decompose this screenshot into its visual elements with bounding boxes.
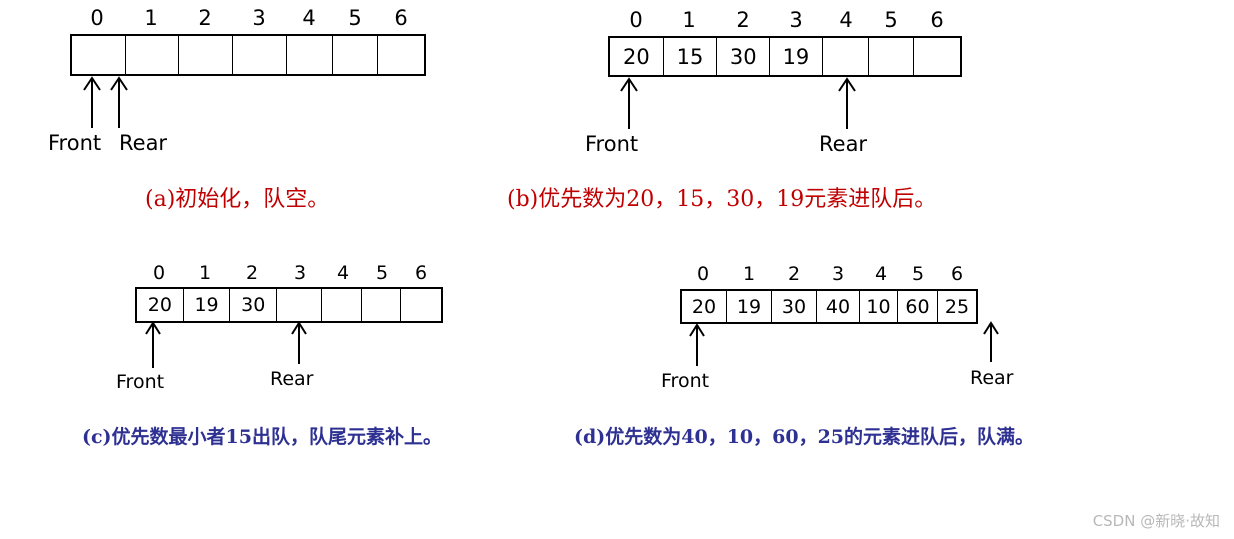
front-arrow-icon xyxy=(83,76,128,128)
queue-cell: 15 xyxy=(664,38,718,75)
queue-cell: 60 xyxy=(898,291,938,322)
queue-cell xyxy=(869,38,915,75)
index-label: 4 xyxy=(874,263,888,285)
index-label: 5 xyxy=(884,8,898,32)
front-arrow-icon xyxy=(620,77,638,129)
index-label: 2 xyxy=(787,263,801,285)
queue-cell: 20 xyxy=(682,291,727,322)
index-label: 0 xyxy=(152,262,166,284)
index-label: 3 xyxy=(293,262,307,284)
queue-cell: 40 xyxy=(817,291,860,322)
front-label: Front xyxy=(116,371,165,393)
queue-cell xyxy=(72,36,126,74)
queue-cell xyxy=(322,289,362,321)
queue-cell: 20 xyxy=(610,38,664,75)
index-label: 6 xyxy=(394,6,408,30)
rear-arrow-icon xyxy=(838,77,856,129)
index-label: 2 xyxy=(198,6,212,30)
front-arrow-icon xyxy=(145,321,161,368)
index-label: 6 xyxy=(930,8,944,32)
queue-cell xyxy=(287,36,333,74)
queue-array: 20 15 30 19 xyxy=(608,36,962,77)
queue-cell: 19 xyxy=(727,291,772,322)
queue-cell: 20 xyxy=(137,289,184,321)
index-label: 0 xyxy=(629,8,643,32)
queue-cell: 10 xyxy=(860,291,898,322)
queue-cell: 25 xyxy=(944,295,970,318)
index-label: 3 xyxy=(789,8,803,32)
queue-cell xyxy=(126,36,180,74)
caption: (a)初始化，队空。 xyxy=(145,187,330,212)
index-label: 3 xyxy=(831,263,845,285)
index-label: 0 xyxy=(696,263,710,285)
queue-cell: 30 xyxy=(772,291,817,322)
index-label: 4 xyxy=(839,8,853,32)
index-label: 5 xyxy=(911,263,925,285)
queue-cell xyxy=(233,36,287,74)
index-label: 5 xyxy=(375,262,389,284)
front-arrow-icon xyxy=(689,323,705,366)
front-label: Front xyxy=(585,132,639,156)
index-label: 0 xyxy=(90,6,104,30)
index-label: 2 xyxy=(245,262,259,284)
queue-array: 20 19 30 40 10 60 25 xyxy=(680,289,978,324)
index-label: 4 xyxy=(336,262,350,284)
queue-cell: 30 xyxy=(230,289,278,321)
queue-cell xyxy=(362,289,402,321)
caption: (d)优先数为40，10，60，25的元素进队后，队满。 xyxy=(574,426,1035,448)
index-label: 2 xyxy=(736,8,750,32)
index-label: 5 xyxy=(348,6,362,30)
front-label: Front xyxy=(661,370,710,392)
caption: (c)优先数最小者15出队，队尾元素补上。 xyxy=(82,426,442,448)
rear-label: Rear xyxy=(970,367,1014,389)
rear-arrow-icon xyxy=(983,321,999,362)
index-label: 6 xyxy=(950,263,964,285)
queue-cell: 19 xyxy=(184,289,231,321)
rear-label: Rear xyxy=(270,368,314,390)
caption: (b)优先数为20，15，30，19元素进队后。 xyxy=(507,187,937,212)
index-label: 1 xyxy=(144,6,158,30)
rear-arrow-icon xyxy=(291,321,307,364)
index-label: 1 xyxy=(742,263,756,285)
queue-cell xyxy=(914,38,960,75)
queue-cell xyxy=(179,36,234,74)
index-label: 4 xyxy=(302,6,316,30)
queue-cell: 19 xyxy=(770,38,823,75)
queue-cell: 30 xyxy=(717,38,771,75)
rear-label: Rear xyxy=(119,131,168,155)
queue-cell xyxy=(378,36,424,74)
queue-cell xyxy=(823,38,869,75)
front-label: Front xyxy=(48,131,102,155)
queue-cell xyxy=(401,289,441,321)
queue-cell xyxy=(333,36,379,74)
queue-array xyxy=(70,34,426,76)
index-label: 1 xyxy=(198,262,212,284)
rear-label: Rear xyxy=(819,132,868,156)
index-label: 6 xyxy=(414,262,428,284)
watermark: CSDN @新晓·故知 xyxy=(1092,512,1220,530)
index-label: 3 xyxy=(252,6,266,30)
queue-cell xyxy=(277,289,322,321)
index-label: 1 xyxy=(682,8,696,32)
queue-array: 20 19 30 xyxy=(135,287,443,323)
